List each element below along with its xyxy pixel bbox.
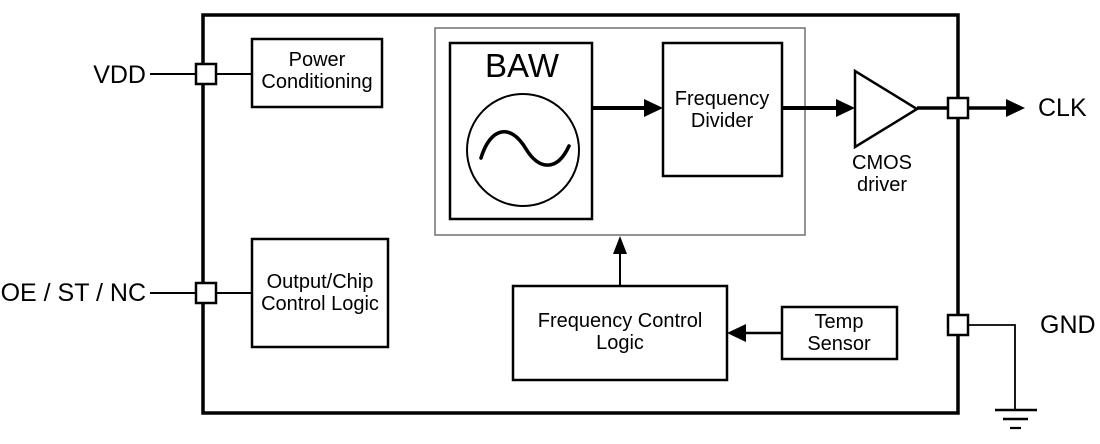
- power-conditioning-label-1: Power: [289, 49, 346, 71]
- baw-box: [448, 41, 594, 221]
- oscillator-circle-icon: [466, 93, 580, 207]
- frequency-divider-label-1: Frequency: [675, 88, 770, 110]
- block-frequency-control-logic: Frequency Control Logic: [511, 284, 729, 382]
- arrow-baw-to-divider: [592, 99, 663, 117]
- amplifier-triangle-icon: [853, 68, 920, 150]
- arrowhead-right-icon: [644, 99, 663, 117]
- arrow-temp-to-control: [727, 324, 782, 342]
- frequency-control-logic-label-2: Logic: [596, 332, 644, 354]
- frequency-control-logic-label-1: Frequency Control: [538, 310, 703, 332]
- temp-sensor-label-2: Sensor: [807, 333, 871, 355]
- vdd-pin-icon: [194, 62, 218, 86]
- clk-pin-label: CLK: [1038, 94, 1087, 122]
- arrowhead-left-icon: [727, 324, 746, 342]
- output-chip-control-logic-label-1: Output/Chip: [267, 271, 374, 293]
- oe-pin-icon: [194, 281, 218, 305]
- block-baw: BAW: [448, 41, 594, 221]
- temp-sensor-label-1: Temp: [815, 311, 864, 333]
- baw-label: BAW: [485, 47, 560, 84]
- cmos-driver-label-1: CMOS: [852, 152, 912, 174]
- vdd-pin-label: VDD: [93, 61, 146, 89]
- pin-clk: CLK: [917, 94, 1087, 122]
- ground-symbol-icon: [995, 408, 1037, 430]
- frequency-divider-label-2: Divider: [691, 110, 754, 132]
- clk-pin-icon: [946, 96, 970, 120]
- gnd-pin-icon: [946, 313, 970, 337]
- block-output-chip-control-logic: Output/Chip Control Logic: [250, 237, 390, 349]
- output-chip-control-logic-label-2: Control Logic: [261, 293, 379, 315]
- arrowhead-right-icon: [836, 99, 855, 117]
- block-frequency-divider: Frequency Divider: [661, 41, 784, 178]
- arrowhead-up-icon: [613, 236, 627, 254]
- pin-oe-st-nc: OE / ST / NC: [1, 279, 252, 307]
- gnd-pin-label: GND: [1040, 311, 1096, 339]
- block-temp-sensor: Temp Sensor: [780, 305, 899, 361]
- block-cmos-driver: CMOS driver: [852, 68, 920, 196]
- pin-gnd: GND: [946, 311, 1096, 430]
- oscillator-region-border: [434, 27, 806, 236]
- gnd-wire: [968, 324, 1016, 410]
- pin-vdd: VDD: [93, 61, 252, 89]
- cmos-driver-label-2: driver: [857, 174, 907, 196]
- output-chip-control-logic-box: [250, 237, 390, 349]
- power-conditioning-label-2: Conditioning: [261, 71, 372, 93]
- arrow-divider-to-driver: [782, 99, 855, 117]
- oe-pin-label: OE / ST / NC: [1, 279, 146, 307]
- power-conditioning-box: [250, 37, 384, 109]
- arrowhead-right-icon: [1006, 99, 1025, 117]
- sine-wave-icon: [479, 130, 571, 167]
- arrow-control-to-oscillator: [613, 236, 627, 286]
- block-power-conditioning: Power Conditioning: [250, 37, 384, 109]
